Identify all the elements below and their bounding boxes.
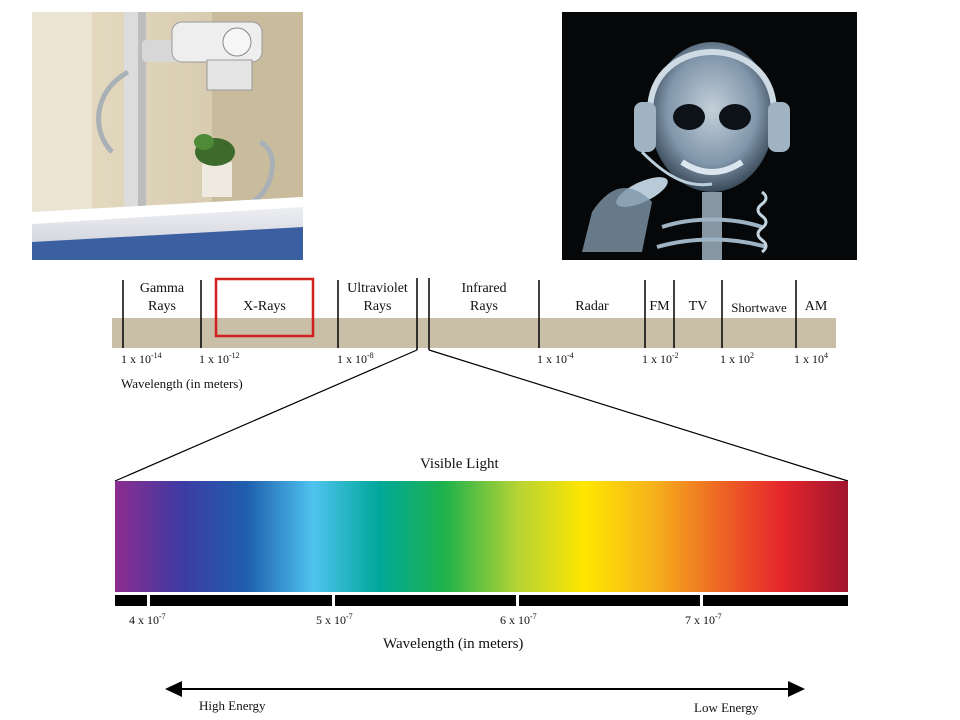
band-tv: TV (688, 299, 708, 314)
xray-skeleton-photo (562, 12, 857, 260)
zoom-line-right (428, 349, 849, 482)
band-shortwave: Shortwave (731, 300, 787, 315)
visible-light-title: Visible Light (420, 456, 499, 472)
tick-label: 1 x 10-4 (537, 351, 574, 366)
xray-highlight-box (214, 277, 315, 338)
visible-tick-label: 7 x 10-7 (685, 612, 722, 627)
tick-label: 1 x 10-12 (199, 351, 240, 366)
band-am: AM (804, 299, 828, 314)
tick-label: 1 x 10-8 (337, 351, 374, 366)
visible-axis-label: Wavelength (in meters) (383, 636, 524, 652)
xray-skeleton-headphones-image-icon (562, 12, 857, 260)
tick-label: 1 x 10-2 (642, 351, 679, 366)
tick-label: 1 x 104 (794, 351, 828, 366)
arrow-left-icon (165, 681, 182, 697)
band-xrays: X-Rays (243, 299, 286, 314)
visible-scale-bar (115, 595, 848, 606)
visible-tick (516, 595, 519, 606)
high-energy-label: High Energy (199, 698, 266, 713)
tick-label: 1 x 102 (720, 351, 754, 366)
band-fm: FM (649, 299, 670, 314)
visible-tick (147, 595, 150, 606)
visible-tick-label: 5 x 10-7 (316, 612, 353, 627)
xray-machine-photo (32, 12, 303, 260)
band-radar: Radar (575, 299, 609, 314)
arrow-right-icon (788, 681, 805, 697)
visible-tick (332, 595, 335, 606)
xray-machine-image-icon (32, 12, 303, 260)
visible-tick-label: 4 x 10-7 (129, 612, 166, 627)
visible-tick-label: 6 x 10-7 (500, 612, 537, 627)
spectrum-axis-label: Wavelength (in meters) (121, 376, 243, 391)
low-energy-label: Low Energy (694, 700, 759, 715)
spectrum-bar (112, 318, 836, 348)
tick-label: 1 x 10-14 (121, 351, 162, 366)
visible-spectrum-gradient (115, 481, 848, 592)
zoom-line-left (114, 349, 418, 482)
visible-tick (700, 595, 703, 606)
